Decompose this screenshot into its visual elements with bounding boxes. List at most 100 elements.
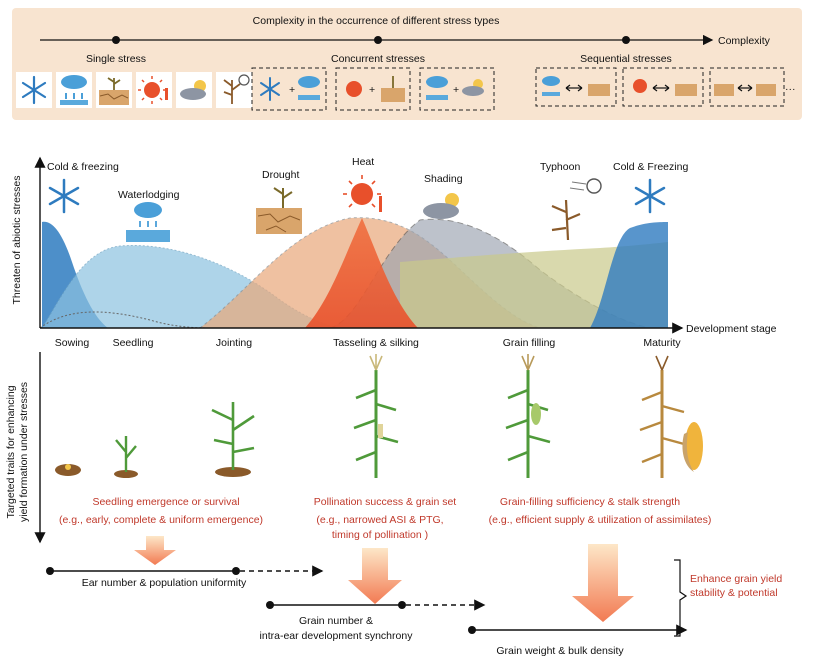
tasseling-plant-icon [353, 354, 399, 478]
drought-icon [756, 84, 776, 96]
stage-label: Sowing [55, 337, 90, 349]
jointing-plant-icon [211, 402, 255, 477]
combo-box [251, 67, 327, 111]
development-x-axis-label: Development stage [686, 323, 777, 335]
cloud-sun-icon [180, 80, 206, 100]
sequence-box [535, 67, 617, 107]
trait-title: Grain-filling sufficiency & stalk streng… [500, 496, 680, 508]
drought-icon [714, 84, 734, 96]
sequential-stresses-icons: ··· [535, 67, 796, 107]
snowflake-icon [634, 178, 666, 214]
drought-icon [675, 84, 697, 96]
trait-title: Seedling emergence or survival [92, 496, 239, 508]
stage-label: Seedling [113, 337, 154, 349]
dotted-baseline-curve [39, 311, 211, 329]
single-stress-dot [112, 36, 120, 44]
middle-panel: Threaten of abiotic stresses Development… [11, 156, 777, 349]
stress-label: Heat [352, 156, 374, 168]
corn-cob-icon [682, 422, 703, 472]
single-stress-label: Single stress [86, 53, 146, 65]
sown-seed-icon [55, 464, 81, 476]
stress-label: Cold & Freezing [613, 161, 688, 173]
top-panel: Complexity in the occurrence of differen… [12, 8, 802, 120]
drought-icon [381, 76, 405, 102]
plus-sign: + [369, 84, 375, 96]
icon-tile [216, 72, 252, 108]
plus-sign: + [289, 84, 295, 96]
component-label: Grain number & [299, 615, 373, 627]
trait-detail: (e.g., early, complete & uniform emergen… [59, 514, 263, 526]
down-arrow [572, 544, 634, 622]
timeline-grain-number: Grain number & intra-ear development syn… [260, 599, 486, 642]
plus-sign: + [453, 84, 459, 96]
concurrent-stresses-label: Concurrent stresses [331, 53, 425, 65]
stress-label: Shading [424, 173, 463, 185]
typhoon-plant-icon [551, 178, 602, 241]
cloud-sun-icon [423, 193, 459, 219]
snowflake-icon [21, 75, 47, 105]
timeline-grain-weight: Grain weight & bulk density [468, 624, 688, 657]
trait-detail: (e.g., narrowed ASI & PTG, [316, 514, 443, 526]
single-stress-icons [16, 72, 252, 108]
stress-label: Cold & freezing [47, 161, 119, 173]
rain-cloud-icon [60, 75, 88, 105]
concurrent-stresses-icons: + + + [251, 67, 495, 111]
double-arrow-icon [565, 84, 583, 92]
stage-label: Jointing [216, 337, 252, 349]
sequence-box [622, 67, 704, 107]
heat-sun-icon [343, 175, 382, 212]
cloud-sun-icon [462, 79, 484, 96]
ellipsis: ··· [785, 83, 796, 95]
down-arrow [134, 536, 176, 565]
threat-y-axis-label: Threaten of abiotic stresses [11, 176, 23, 305]
stage-label: Maturity [643, 337, 681, 349]
sequence-box [709, 67, 785, 107]
trait-title: Pollination success & grain set [314, 496, 456, 508]
snowflake-icon [260, 77, 280, 101]
stage-label: Tasseling & silking [333, 337, 419, 349]
stress-label: Waterlodging [118, 189, 180, 201]
rain-cloud-icon [298, 76, 320, 100]
heat-sun-icon [633, 79, 647, 93]
component-label: intra-ear development synchrony [260, 630, 414, 642]
concurrent-stresses-dot [374, 36, 382, 44]
snowflake-icon [48, 178, 80, 214]
stress-label: Typhoon [540, 161, 580, 173]
outcome-label: Enhance grain yield [690, 573, 782, 585]
rain-cloud-icon [426, 76, 448, 100]
stage-label: Grain filling [503, 337, 556, 349]
outcome-brace [674, 559, 688, 637]
traits-axis-label: Targeted traits for enhancing [5, 385, 17, 518]
double-arrow-icon [737, 84, 753, 92]
cold-freezing-late-curve [590, 222, 668, 328]
complexity-axis-label: Complexity [718, 35, 771, 47]
typhoon-plant-icon [223, 74, 250, 104]
component-label: Grain weight & bulk density [496, 645, 624, 657]
combo-box [335, 67, 411, 111]
trait-detail: (e.g., efficient supply & utilization of… [489, 514, 712, 526]
drought-icon [588, 84, 610, 96]
rain-cloud-icon [542, 76, 560, 96]
drought-icon [99, 77, 129, 105]
seedling-icon [114, 436, 138, 478]
sequential-stresses-label: Sequential stresses [580, 53, 672, 65]
trait-detail: timing of pollination ) [332, 529, 428, 541]
grain-filling-plant-icon [505, 354, 551, 478]
complexity-title: Complexity in the occurrence of differen… [253, 15, 500, 27]
sequential-stresses-dot [622, 36, 630, 44]
heat-sun-icon [138, 76, 168, 104]
heat-sun-icon [346, 81, 362, 97]
traits-axis-label: yield formation under stresses [18, 382, 30, 522]
bottom-panel: Targeted traits for enhancing yield form… [5, 352, 782, 657]
stress-label: Drought [262, 169, 299, 181]
mature-plant-icon [639, 355, 685, 478]
rain-cloud-icon [126, 202, 170, 242]
down-arrow [348, 548, 402, 604]
combo-box [419, 67, 495, 111]
heat-curve [305, 218, 418, 328]
outcome-label: stability & potential [690, 587, 778, 599]
component-label: Ear number & population uniformity [82, 577, 247, 589]
timeline-ear-number: Ear number & population uniformity [46, 565, 324, 589]
drought-icon [256, 187, 302, 234]
